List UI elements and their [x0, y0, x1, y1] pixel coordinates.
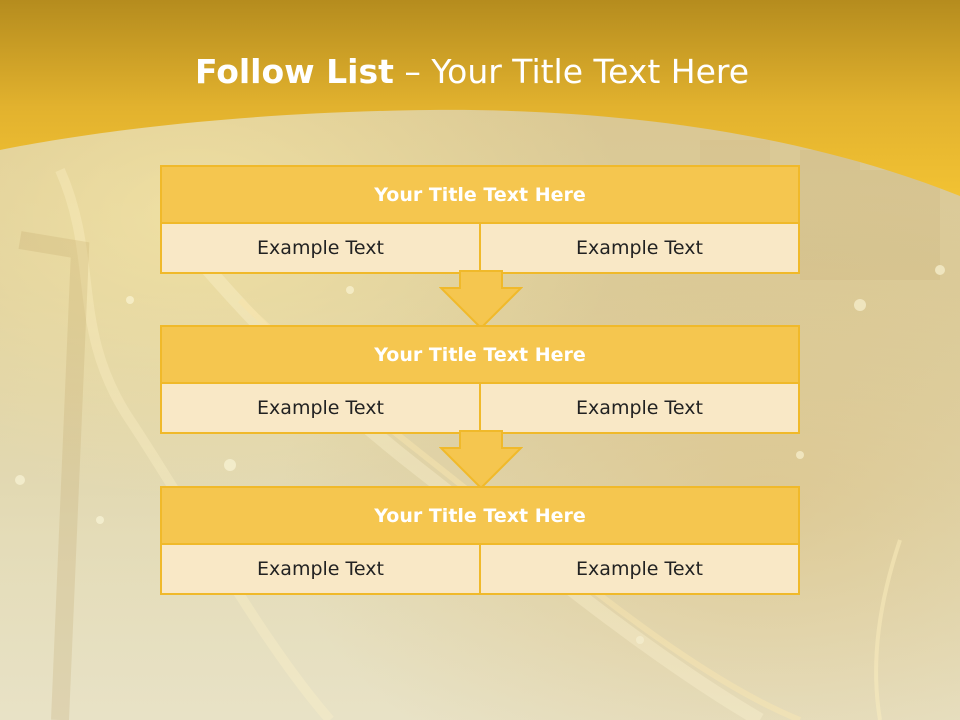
header-band	[0, 0, 960, 196]
block-heading: Your Title Text Here	[162, 327, 798, 384]
block-row: Example Text Example Text	[162, 224, 798, 272]
block-cell-left: Example Text	[257, 397, 384, 419]
down-arrow-icon	[439, 270, 523, 330]
slide-title: Follow List – Your Title Text Here	[0, 52, 944, 91]
block-row: Example Text Example Text	[162, 384, 798, 432]
title-rest: – Your Title Text Here	[393, 52, 750, 91]
down-arrow-icon	[439, 430, 523, 490]
flow-block-1: Your Title Text Here Example Text Exampl…	[160, 165, 800, 274]
block-cell-left: Example Text	[257, 558, 384, 580]
block-cell-right: Example Text	[479, 384, 798, 432]
title-bold: Follow List	[194, 52, 394, 91]
flow-block-2: Your Title Text Here Example Text Exampl…	[160, 325, 800, 434]
block-heading: Your Title Text Here	[162, 488, 798, 545]
block-cell-right: Example Text	[479, 224, 798, 272]
block-cell-left: Example Text	[257, 237, 384, 259]
block-heading: Your Title Text Here	[162, 167, 798, 224]
flow-block-3: Your Title Text Here Example Text Exampl…	[160, 486, 800, 595]
block-cell-right: Example Text	[479, 545, 798, 593]
block-row: Example Text Example Text	[162, 545, 798, 593]
